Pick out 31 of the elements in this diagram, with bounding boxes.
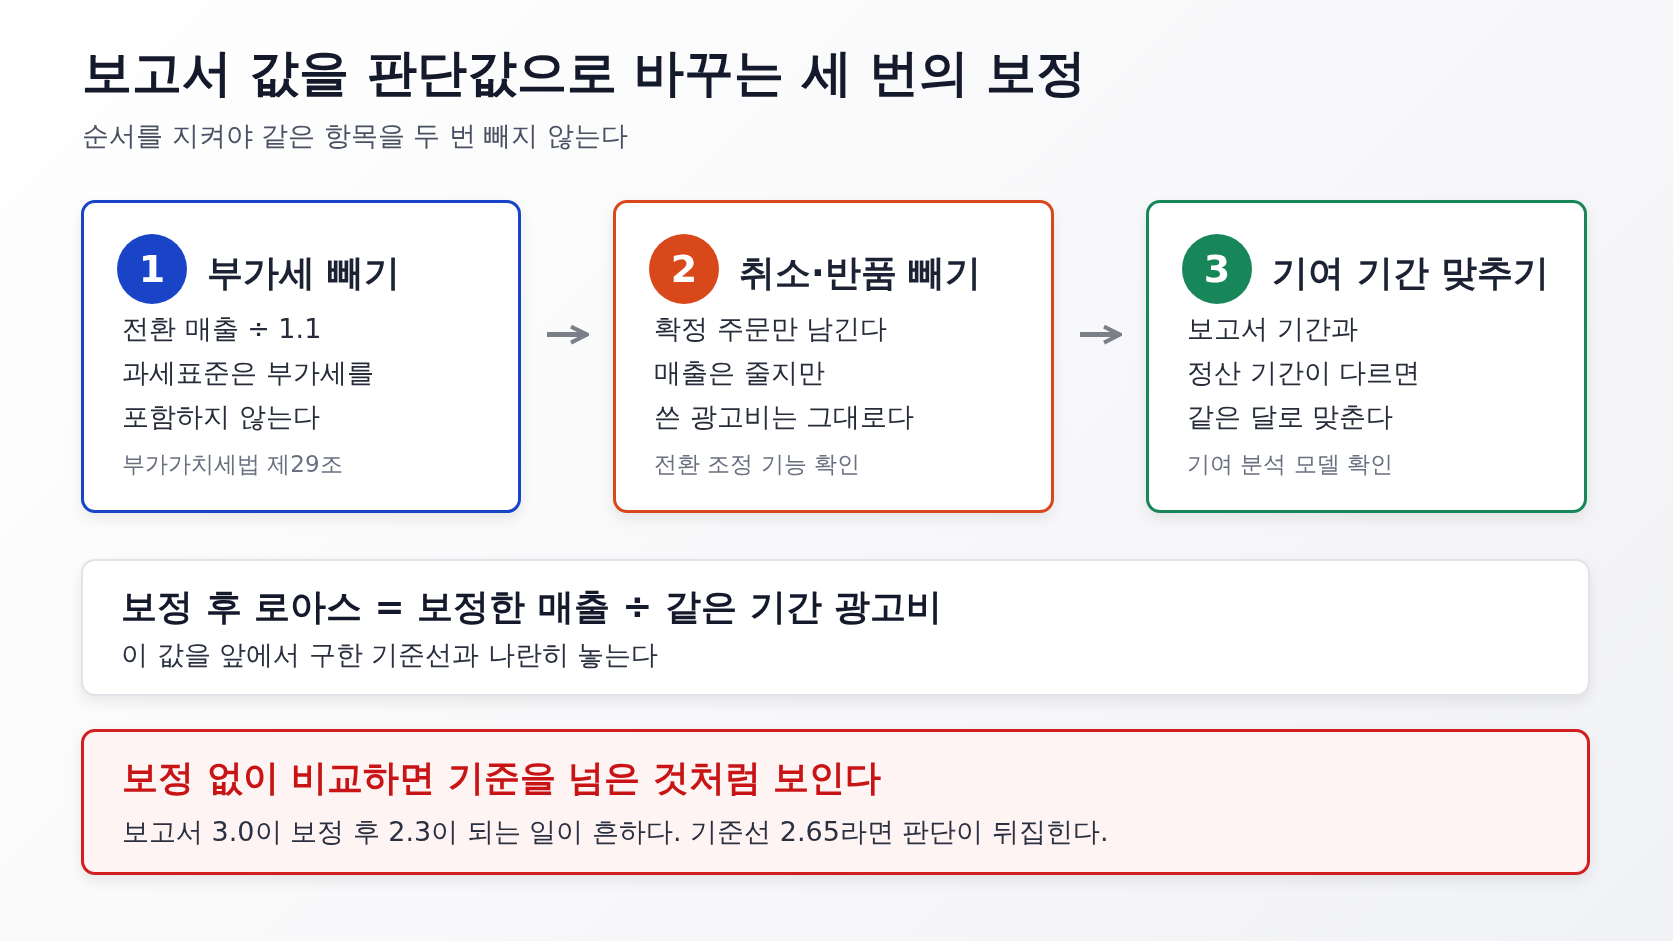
title: 보고서 값을 판단값으로 바꾸는 세 번의 보정 xyxy=(82,43,1087,104)
note-text: 보고서 3.0이 보정 후 2.3이 되는 일이 흔하다. 기준선 2.65라면 판단이 뒤집힌다. xyxy=(122,815,1109,849)
step-heading: 취소·반품 빼기 xyxy=(739,251,982,295)
step-number-circle: 1 xyxy=(117,234,187,304)
step-description: 과세표준은 부가세를 xyxy=(122,356,374,390)
step-description: 확정 주문만 남긴다 xyxy=(654,312,888,346)
formula-text: 보정 후 로아스 = 보정한 매출 ÷ 같은 기간 광고비 xyxy=(121,585,943,629)
step-description: 정산 기간이 다르면 xyxy=(1187,356,1421,390)
step-heading: 부가세 빼기 xyxy=(207,251,400,295)
step-description: 전환 매출 ÷ 1.1 xyxy=(122,312,322,346)
step-number-circle: 3 xyxy=(1182,234,1252,304)
formula-panel xyxy=(81,559,1590,696)
source-note: 부가가치세법 제29조 xyxy=(122,450,343,479)
warning-panel xyxy=(81,729,1590,875)
step-card xyxy=(81,200,521,513)
source-note: 전환 조정 기능 확인 xyxy=(654,450,860,479)
arrow xyxy=(547,324,589,345)
step-heading: 기여 기간 맞추기 xyxy=(1272,251,1550,295)
step-description: 매출은 줄지만 xyxy=(654,356,825,390)
step-description: 같은 달로 맞춘다 xyxy=(1187,400,1394,434)
step-description: 보고서 기간과 xyxy=(1187,312,1358,346)
step-card xyxy=(1146,200,1587,513)
warning-heading: 보정 없이 비교하면 기준을 넘은 것처럼 보인다 xyxy=(122,756,882,800)
source-note: 기여 분석 모델 확인 xyxy=(1187,450,1393,479)
arrow xyxy=(1080,324,1122,345)
step-card xyxy=(613,200,1054,513)
subtitle: 순서를 지켜야 같은 항목을 두 번 빼지 않는다 xyxy=(82,119,629,153)
note-text: 이 값을 앞에서 구한 기준선과 나란히 놓는다 xyxy=(121,638,659,672)
step-number-circle: 2 xyxy=(649,234,719,304)
step-description: 포함하지 않는다 xyxy=(122,400,320,434)
step-description: 쓴 광고비는 그대로다 xyxy=(654,400,915,434)
